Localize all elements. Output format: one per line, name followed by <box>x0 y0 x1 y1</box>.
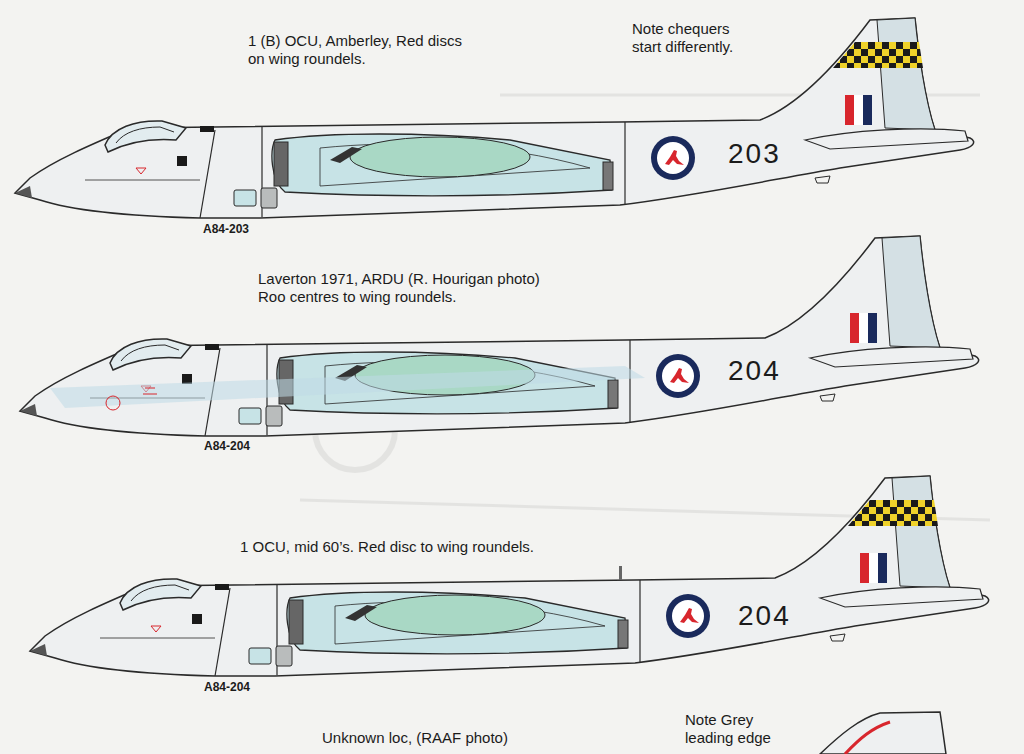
serial-code: A84-204 <box>204 439 250 453</box>
chequer-band <box>848 500 938 526</box>
profile-note: Note chequers start differently. <box>632 20 762 56</box>
profile-note: Laverton 1971, ARDU (R. Hourigan photo) … <box>258 270 568 306</box>
aircraft-profile <box>30 476 989 676</box>
aircraft-profile <box>15 18 974 218</box>
aircraft-profile <box>30 476 989 676</box>
serial-number: 204 <box>728 357 781 385</box>
stencil-mark <box>106 396 120 410</box>
profile-note: Unknown loc, (RAAF photo) <box>322 729 508 747</box>
fuselage-stripe <box>50 366 645 408</box>
chequer-band <box>833 42 923 68</box>
serial-code: A84-203 <box>203 222 249 236</box>
stencil-mark <box>143 388 157 394</box>
aerial <box>619 566 622 580</box>
serial-code: A84-204 <box>204 680 250 694</box>
aircraft-profile <box>15 18 974 218</box>
aircraft-profile <box>20 236 979 436</box>
serial-number: 203 <box>728 140 781 168</box>
profile-note: Note Grey leading edge <box>685 711 785 747</box>
profile-note: 1 OCU, mid 60’s. Red disc to wing rounde… <box>240 538 534 556</box>
partial-fin <box>820 712 946 754</box>
profile-note: 1 (B) OCU, Amberley, Red discs on wing r… <box>248 32 463 68</box>
aircraft-profile <box>20 236 979 436</box>
serial-number: 204 <box>738 602 791 630</box>
